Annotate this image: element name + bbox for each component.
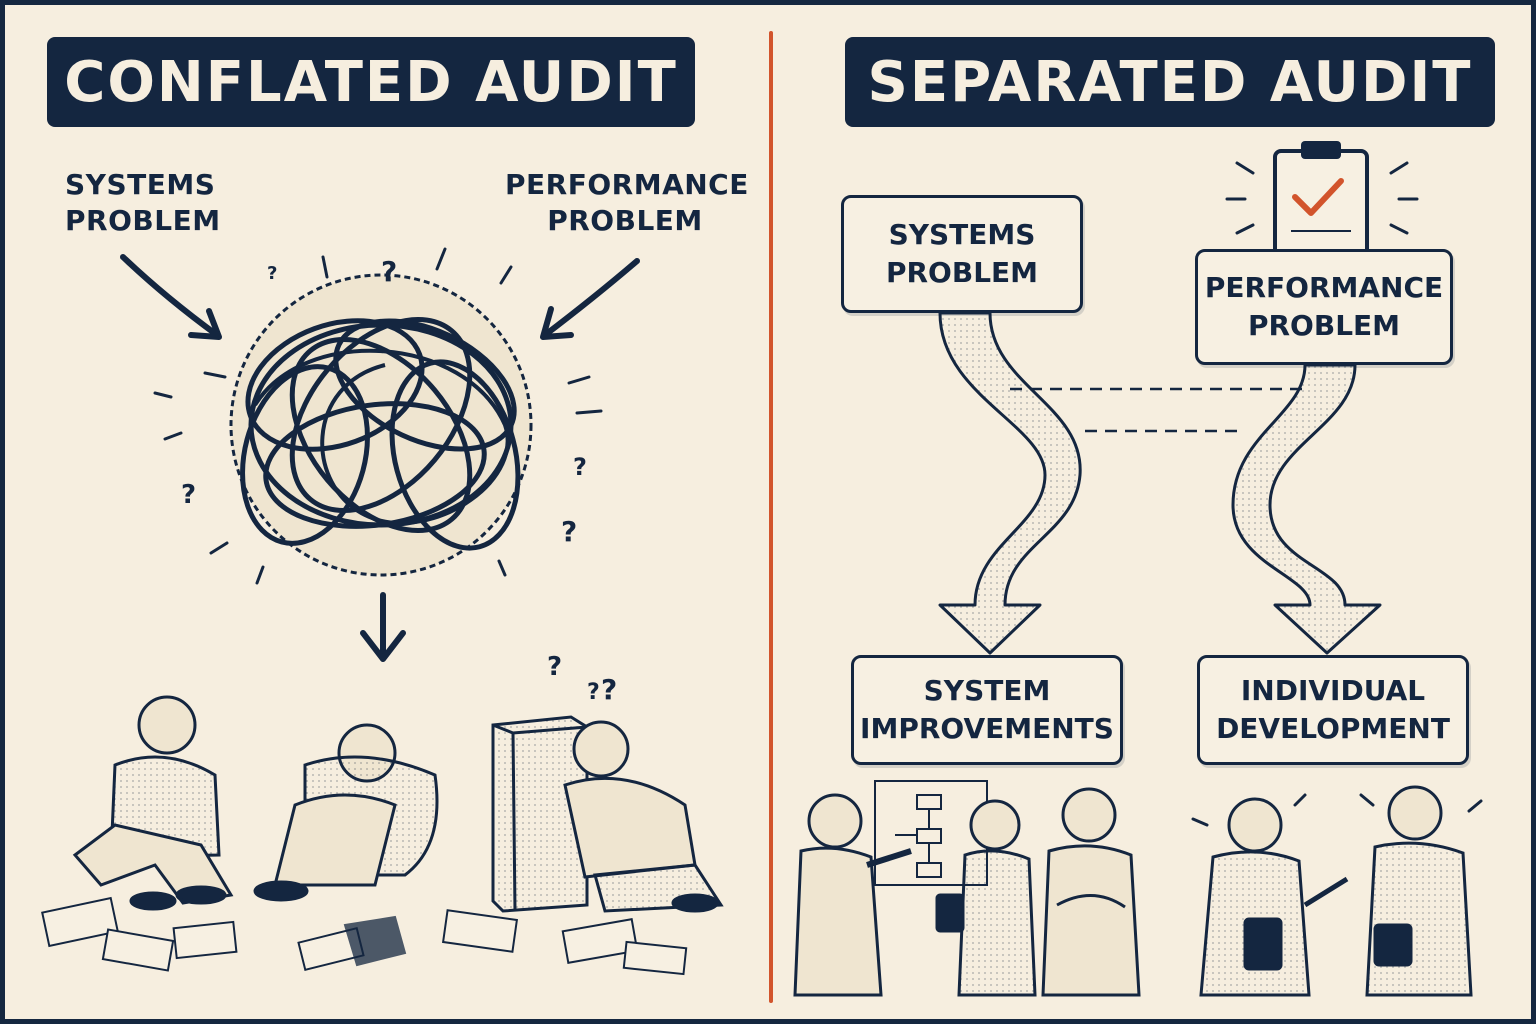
performance-problem-label: PERFORMANCE PROBLEM xyxy=(505,168,749,237)
illustration-layer: ? ? ? ? ? ? ? ? xyxy=(41,141,1483,997)
clipboard-check-icon xyxy=(1225,141,1419,257)
system-improvements-box: SYSTEM IMPROVEMENTS xyxy=(851,655,1123,765)
tangled-knot-icon xyxy=(229,273,533,577)
question-mark-icon: ? ? ? ? ? ? ? ? xyxy=(181,255,617,706)
individual-development-box: INDIVIDUAL DEVELOPMENT xyxy=(1197,655,1469,765)
svg-text:?: ? xyxy=(561,515,577,548)
arrow-performance-to-knot xyxy=(540,258,640,340)
svg-text:?: ? xyxy=(587,680,600,705)
separated-audit-title: SEPARATED AUDIT xyxy=(845,37,1495,127)
conflated-audit-title: CONFLATED AUDIT xyxy=(47,37,695,127)
dashed-connector-lines xyxy=(1010,387,1305,433)
scattered-papers xyxy=(41,896,688,976)
svg-text:?: ? xyxy=(573,453,587,481)
panel-divider xyxy=(769,31,773,1003)
systems-problem-box: SYSTEMS PROBLEM xyxy=(841,195,1083,313)
performance-problem-box: PERFORMANCE PROBLEM xyxy=(1195,249,1453,365)
flow-arrow-systems xyxy=(938,311,1082,655)
mentoring-pair-illustration xyxy=(1191,785,1483,997)
svg-text:?: ? xyxy=(267,263,277,284)
collaborating-team-illustration xyxy=(793,780,1141,997)
arrow-down-icon xyxy=(360,592,406,662)
arrow-systems-to-knot xyxy=(120,254,222,340)
svg-text:?: ? xyxy=(181,480,196,510)
flow-arrow-performance xyxy=(1231,363,1382,655)
svg-text:?: ? xyxy=(381,255,397,288)
stress-spark-lines xyxy=(153,247,603,585)
systems-problem-label: SYSTEMS PROBLEM xyxy=(65,168,221,237)
svg-text:?: ? xyxy=(601,673,617,706)
frustrated-team-illustration xyxy=(72,695,724,913)
svg-text:?: ? xyxy=(547,652,562,682)
